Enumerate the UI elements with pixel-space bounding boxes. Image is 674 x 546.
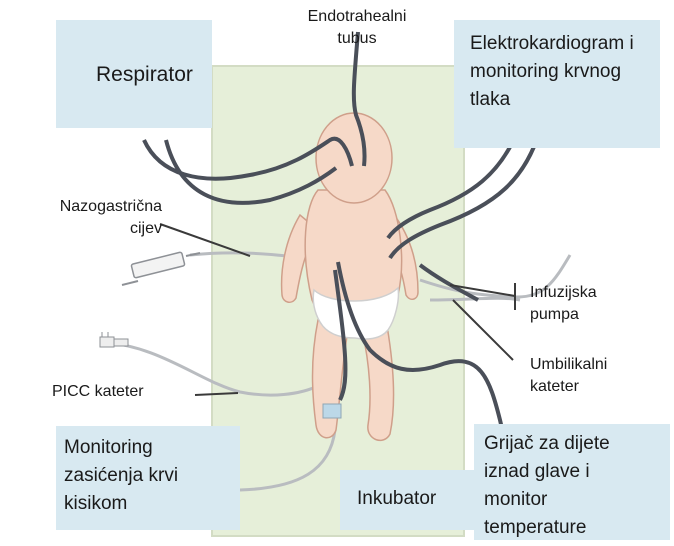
foot-sensor [323,404,341,418]
ekg-label: Elektrokardiogram i monitoring krvnog tl… [470,30,634,114]
oxygen-saturation-box: Monitoring zasićenja krvi kisikom [56,426,240,530]
warmer-label: Grijač za dijete iznad glave i monitor t… [484,430,610,542]
nasogastric-label: Nazogastrična cijev [12,196,162,240]
infusion-pump-label: Infuzijska pumpa [530,282,597,326]
oxygen-saturation-label: Monitoring zasićenja krvi kisikom [64,434,178,518]
ekg-box: Elektrokardiogram i monitoring krvnog tl… [454,20,660,148]
incubator-label: Inkubator [357,485,436,513]
picc-connector-icon [100,332,128,347]
picc-catheter-label: PICC kateter [52,381,144,403]
syringe-icon [122,252,200,285]
incubator-box: Inkubator [340,470,474,530]
umbilical-catheter-label: Umbilikalni kateter [530,354,607,398]
respirator-box: Respirator [56,20,212,128]
respirator-label: Respirator [96,60,193,89]
endotracheal-label: Endotrahealni tubus [291,6,423,50]
warmer-box: Grijač za dijete iznad glave i monitor t… [474,424,670,540]
